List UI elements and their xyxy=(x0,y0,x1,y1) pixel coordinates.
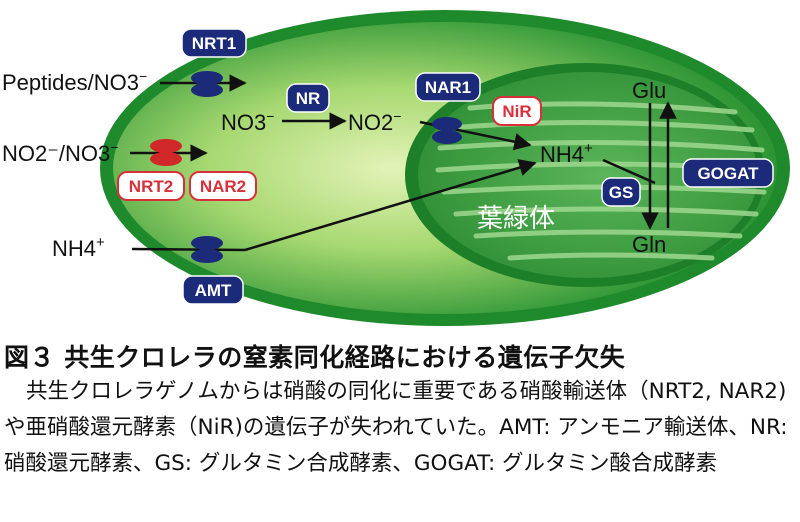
transporters xyxy=(150,71,462,263)
figure-caption-text: 共生クロレラゲノムからは硝酸の同化に重要である硝酸輸送体（NRT2, NAR2)… xyxy=(4,379,788,476)
badge-nar2: NAR2 xyxy=(189,171,257,201)
svg-text:NAR2: NAR2 xyxy=(200,177,246,196)
badge-gogat: GOGAT xyxy=(682,158,774,188)
nrt2-transporter xyxy=(150,139,182,153)
svg-text:GOGAT: GOGAT xyxy=(697,164,759,183)
svg-text:NR: NR xyxy=(296,89,321,108)
svg-text:AMT: AMT xyxy=(195,281,232,300)
badge-nrt1: NRT1 xyxy=(181,28,247,58)
badge-nr: NR xyxy=(286,83,330,113)
chloroplast-label: 葉緑体 xyxy=(477,203,555,233)
figure-caption-body: 共生クロレラゲノムからは硝酸の同化に重要である硝酸輸送体（NRT2, NAR2)… xyxy=(4,374,796,482)
arrow-nh4-to-chloroplast xyxy=(244,159,537,252)
label-no2-inner: NO2− xyxy=(348,108,401,135)
svg-text:NRT2: NRT2 xyxy=(129,177,173,196)
arrow-nh4-uptake xyxy=(131,247,246,252)
nrt1-transporter xyxy=(191,71,223,85)
badge-nar1: NAR1 xyxy=(415,72,481,102)
label-gln: Gln xyxy=(632,232,666,257)
label-nh4-chloroplast: NH4+ xyxy=(540,140,593,167)
figure-caption-title: 図３ 共生クロレラの窒素同化経路における遺伝子欠失 xyxy=(4,343,626,372)
svg-text:GS: GS xyxy=(609,183,634,202)
amt-transporter xyxy=(191,236,223,250)
label-no3-inner: NO3− xyxy=(221,108,274,135)
arrow-nh4-to-gs xyxy=(602,158,656,185)
badge-amt: AMT xyxy=(182,275,244,305)
badge-nrt2: NRT2 xyxy=(117,171,185,201)
label-no2-no3: NO2⁻/NO3− xyxy=(2,139,118,166)
svg-text:NiR: NiR xyxy=(502,102,531,121)
badge-gs: GS xyxy=(601,177,641,207)
nar1-transporter xyxy=(432,117,462,131)
nitrogen-assimilation-diagram: 葉緑体 Peptides/NO3− NO2⁻/NO3− NH4+ xyxy=(2,10,790,326)
svg-text:NAR1: NAR1 xyxy=(425,78,471,97)
badge-nir: NiR xyxy=(492,96,542,126)
label-peptides-no3: Peptides/NO3− xyxy=(2,68,147,95)
label-glu: Glu xyxy=(632,78,666,103)
label-nh4-outside: NH4+ xyxy=(52,234,105,261)
svg-text:NRT1: NRT1 xyxy=(192,34,236,53)
